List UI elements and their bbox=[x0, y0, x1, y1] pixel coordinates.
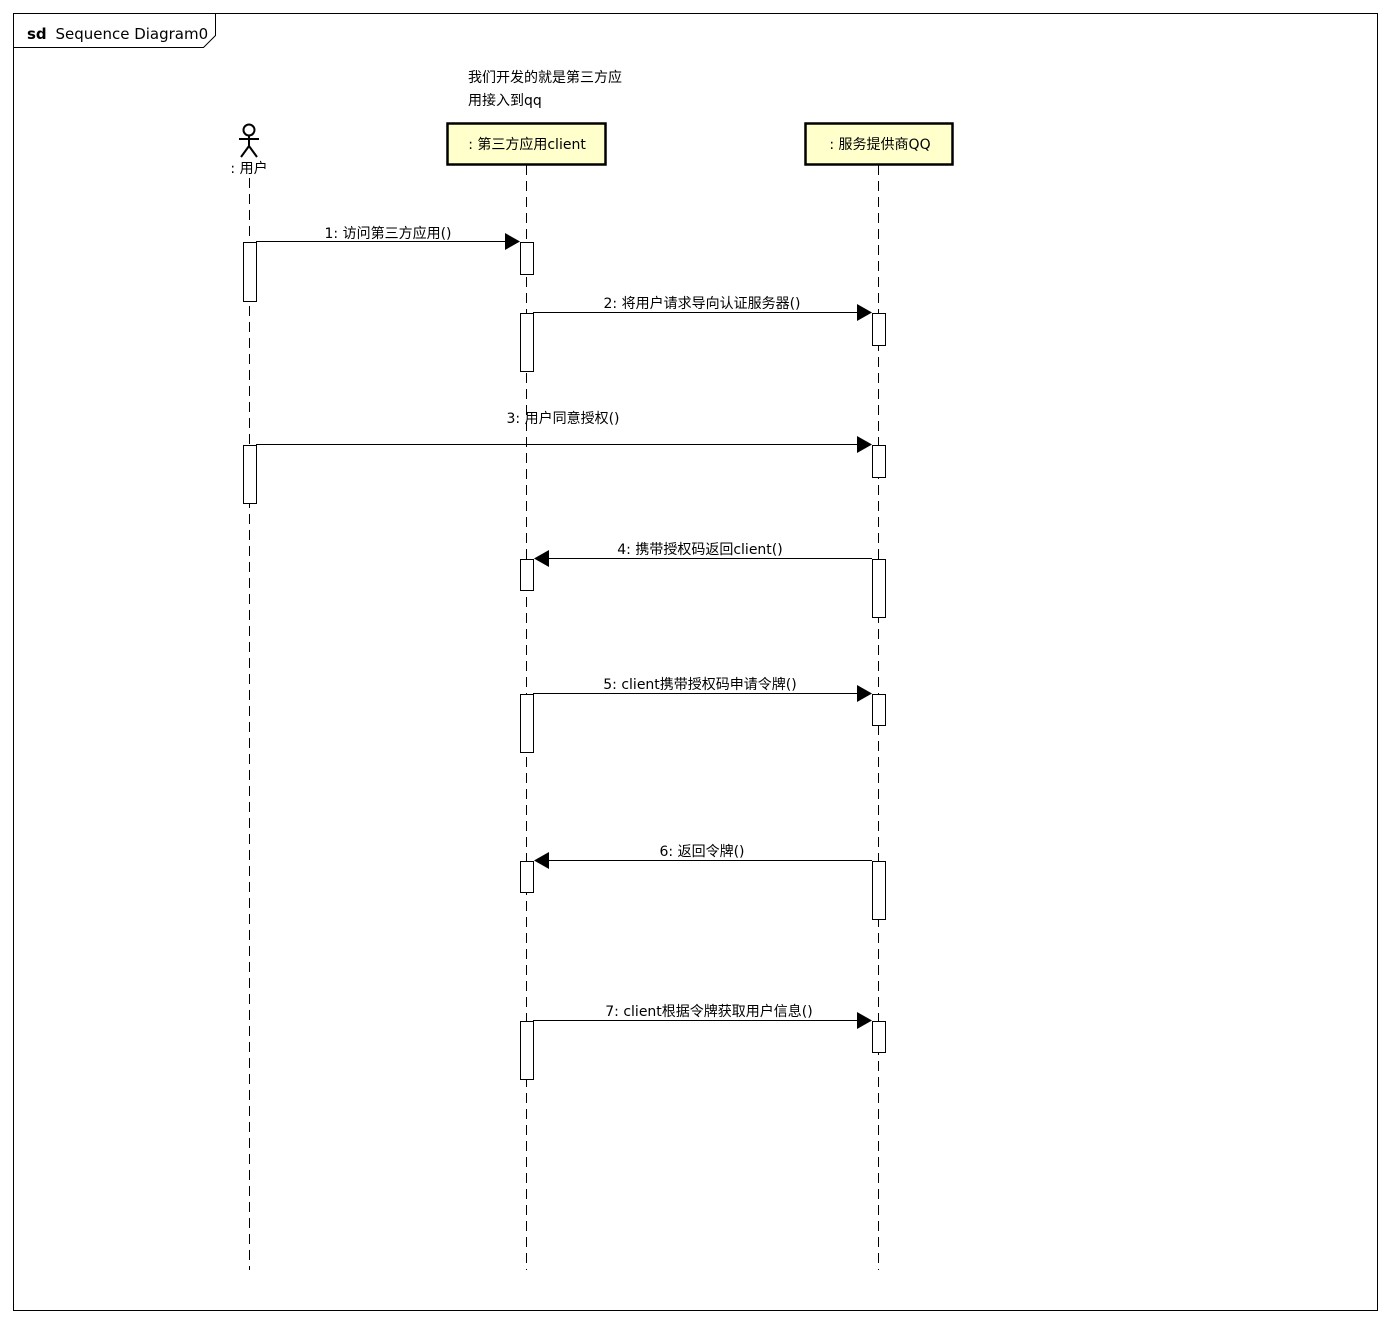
lifeline-head-qq bbox=[804, 122, 954, 166]
arrowhead-icon bbox=[534, 550, 549, 567]
frame-title-tab bbox=[13, 13, 216, 48]
message-6: 6: 返回令牌() bbox=[534, 843, 872, 869]
message-label-1: 1: 访问第三方应用() bbox=[325, 225, 452, 242]
activation-user-1 bbox=[243, 242, 257, 302]
frame-name: Sequence Diagram0 bbox=[55, 25, 208, 43]
activation-user-3 bbox=[243, 445, 257, 504]
activation-client-6 bbox=[520, 861, 534, 893]
message-2: 2: 将用户请求导向认证服务器() bbox=[533, 295, 872, 321]
message-label-3: 3: 用户同意授权() bbox=[507, 410, 620, 427]
message-7: 7: client根据令牌获取用户信息() bbox=[533, 1003, 872, 1029]
activation-bars bbox=[243, 242, 886, 1080]
arrowhead-icon bbox=[857, 436, 872, 453]
activation-qq-3 bbox=[872, 445, 886, 478]
activation-client-1 bbox=[520, 242, 534, 275]
message-label-2: 2: 将用户请求导向认证服务器() bbox=[604, 295, 801, 312]
message-1: 1: 访问第三方应用() bbox=[256, 225, 520, 250]
arrowhead-icon bbox=[857, 685, 872, 702]
lifeline-label-qq: : 服务提供商QQ bbox=[829, 137, 930, 153]
activation-qq-7 bbox=[872, 1021, 886, 1053]
activation-client-4 bbox=[520, 559, 534, 591]
message-label-7: 7: client根据令牌获取用户信息() bbox=[605, 1003, 812, 1020]
frame-keyword: sd bbox=[27, 25, 47, 43]
arrowhead-icon bbox=[505, 233, 520, 250]
arrowhead-icon bbox=[857, 304, 872, 321]
message-5: 5: client携带授权码申请令牌() bbox=[533, 676, 872, 702]
arrowhead-icon bbox=[534, 852, 549, 869]
message-label-6: 6: 返回令牌() bbox=[660, 843, 745, 860]
activation-client-5 bbox=[520, 694, 534, 753]
activation-qq-4 bbox=[872, 559, 886, 618]
lifeline-head-client bbox=[446, 122, 607, 166]
activation-qq-5 bbox=[872, 694, 886, 726]
note-line-2: 用接入到qq bbox=[468, 92, 542, 109]
frame-title: sd Sequence Diagram0 bbox=[27, 25, 208, 43]
activation-client-2 bbox=[520, 313, 534, 372]
activation-qq-2 bbox=[872, 313, 886, 346]
activation-qq-6 bbox=[872, 861, 886, 920]
diagram-frame bbox=[13, 13, 1378, 1311]
note-line-1: 我们开发的就是第三方应 bbox=[468, 69, 622, 86]
message-3: 3: 用户同意授权() bbox=[256, 410, 872, 453]
lifeline-label-client: : 第三方应用client bbox=[468, 136, 586, 153]
arrowhead-icon bbox=[857, 1012, 872, 1029]
message-label-4: 4: 携带授权码返回client() bbox=[617, 542, 782, 558]
activation-client-7 bbox=[520, 1021, 534, 1080]
message-label-5: 5: client携带授权码申请令牌() bbox=[603, 676, 796, 693]
lifeline-label-user: : 用户 bbox=[230, 160, 267, 177]
actor-user-icon bbox=[239, 123, 259, 158]
message-4: 4: 携带授权码返回client() bbox=[534, 542, 872, 567]
